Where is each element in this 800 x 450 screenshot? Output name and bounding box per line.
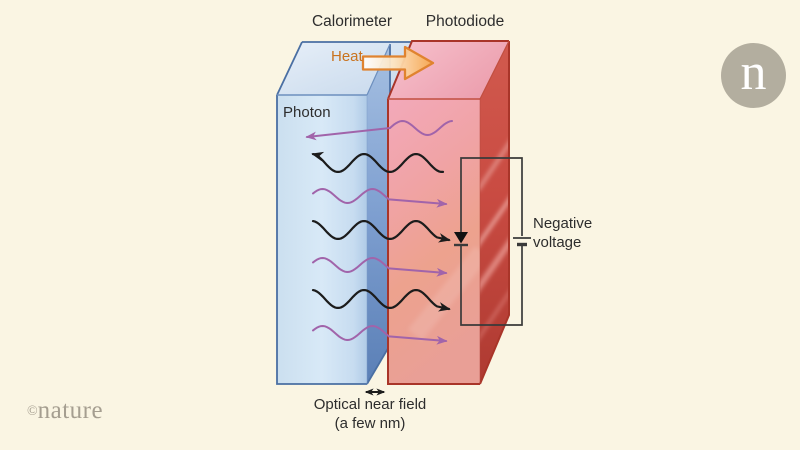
photodiode-label: Photodiode	[425, 13, 505, 30]
wave-purple-tunneling-3	[312, 324, 448, 345]
nature-wordmark: nature	[37, 397, 104, 424]
wave-purple-tunneling-2	[312, 256, 448, 277]
wave-purple-tunneling-1	[312, 187, 448, 208]
nature-credit: ©nature	[27, 397, 103, 425]
nature-logo-letter: n	[740, 43, 767, 101]
photon-label: Photon	[283, 104, 331, 121]
negative-voltage-label: Negative voltage	[533, 215, 593, 251]
waves-layer	[305, 119, 453, 345]
copyright-symbol: ©	[27, 404, 38, 419]
near-field-label-line2: (a few nm)	[334, 415, 406, 432]
calorimeter-label: Calorimeter	[311, 13, 393, 30]
wave-black-tunneling-2	[311, 289, 451, 312]
diode-icon	[454, 232, 468, 244]
circuit	[454, 157, 531, 326]
heat-label: Heat	[331, 48, 363, 65]
circuit-wire-bottom	[460, 246, 523, 326]
wave-black-tunneling-1	[311, 220, 451, 243]
heat-arrow	[361, 45, 435, 81]
wave-black-reflected	[311, 151, 445, 173]
gloss-streaks	[480, 136, 509, 346]
nature-logo-icon: n	[721, 43, 786, 108]
photodiode-box	[387, 40, 510, 385]
near-field-label-line1: Optical near field	[313, 396, 427, 413]
wave-purple-reflected	[305, 119, 453, 141]
circuit-wire-top	[460, 157, 523, 236]
